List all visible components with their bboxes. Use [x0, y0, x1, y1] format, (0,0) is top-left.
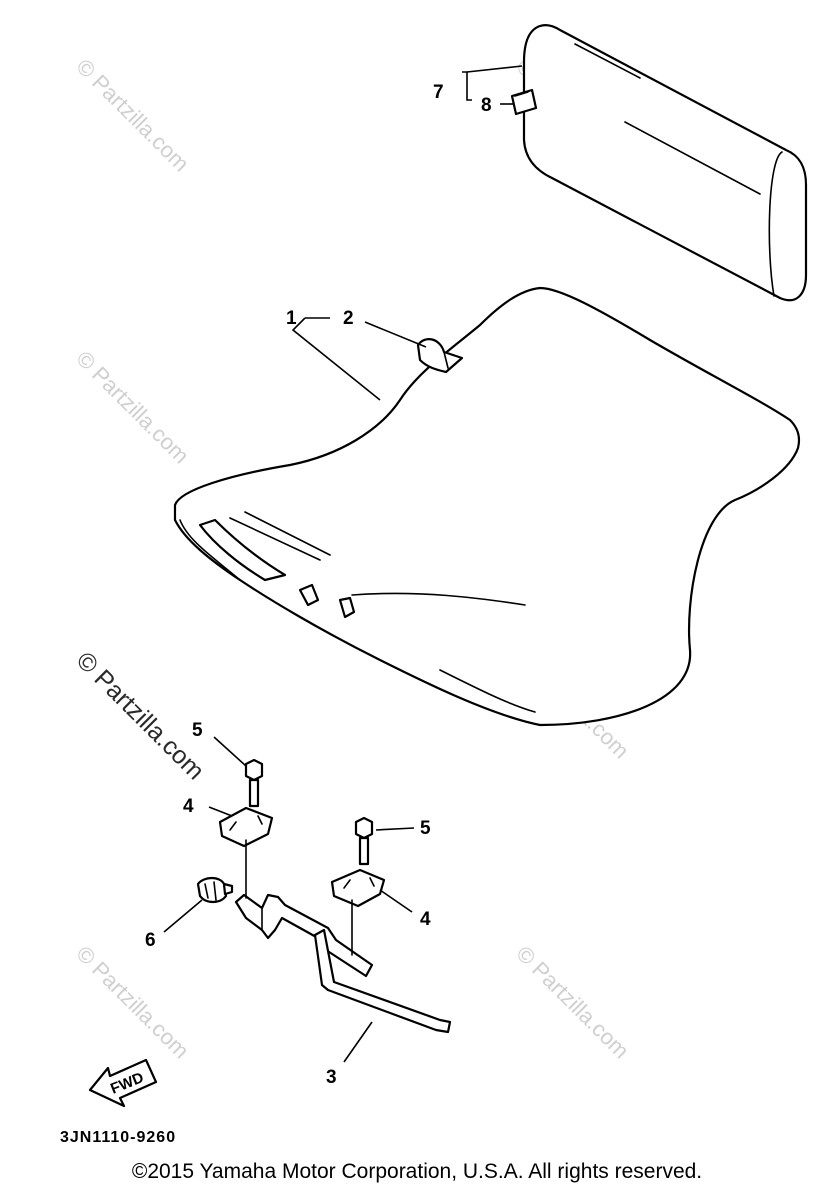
callout-6: 6: [145, 930, 156, 951]
grommet: [196, 876, 234, 904]
fwd-arrow: FWD: [88, 1058, 158, 1108]
bolt-lower: [354, 816, 374, 866]
copyright-notice: ©2015 Yamaha Motor Corporation, U.S.A. A…: [131, 1160, 703, 1183]
clamp-plate-lower: [330, 868, 386, 908]
watermark-dark: © Partzilla.com: [71, 646, 210, 785]
seat: [173, 286, 801, 727]
callout-5-lower: 5: [420, 818, 431, 839]
seat-stay: [234, 893, 452, 1034]
diagram-code: 3JN1110-9260: [60, 1129, 176, 1146]
clamp-plate-upper: [218, 806, 274, 848]
backrest: [510, 23, 808, 302]
callout-4-upper: 4: [183, 796, 194, 817]
watermark: © Partzilla.com: [511, 941, 634, 1064]
callout-5-upper: 5: [192, 720, 203, 741]
callout-7: 7: [433, 82, 444, 103]
seat-clip: [416, 338, 464, 374]
callout-2: 2: [343, 308, 354, 329]
bolt-upper: [244, 758, 264, 808]
callouts: 1 2 7 8 5 4 5 4 6 3: [145, 82, 492, 1088]
watermark: © Partzilla.com: [71, 54, 194, 177]
callout-8: 8: [481, 95, 492, 116]
callout-3: 3: [326, 1067, 337, 1088]
callout-1: 1: [286, 308, 297, 329]
watermark: © Partzilla.com: [71, 941, 194, 1064]
callout-4-lower: 4: [420, 909, 431, 930]
watermark: © Partzilla.com: [71, 346, 194, 469]
assembly-lines: [245, 839, 353, 956]
leader-lines: [163, 65, 523, 1063]
